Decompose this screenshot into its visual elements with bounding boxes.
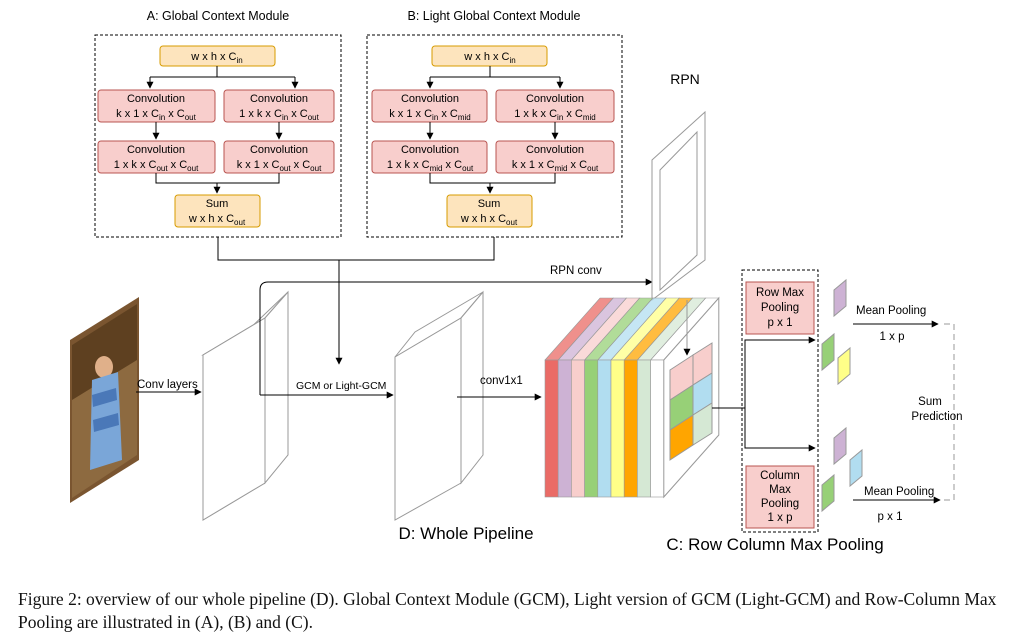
panel-d-title: D: Whole Pipeline bbox=[398, 524, 533, 543]
score-slice bbox=[571, 359, 585, 498]
input-photo bbox=[70, 297, 139, 503]
row-vec-1 bbox=[833, 278, 847, 318]
lgcm-left-conv2-title: Convolution bbox=[401, 144, 459, 156]
gcm-arrows bbox=[146, 66, 295, 194]
sum-bracket bbox=[944, 323, 955, 501]
rpn-label: RPN bbox=[670, 71, 700, 87]
score-slice bbox=[637, 359, 651, 498]
panel-b-title: B: Light Global Context Module bbox=[407, 9, 580, 23]
mean-pool-top-size: 1 x p bbox=[880, 331, 905, 343]
col-pool-line3: Pooling bbox=[761, 498, 799, 510]
lgcm-right-conv2-title: Convolution bbox=[526, 144, 584, 156]
lgcm-sum-box bbox=[446, 194, 533, 228]
mean-pool-bottom-size: p x 1 bbox=[878, 511, 903, 523]
lgcm-left-conv2-dims: 1 x k x Cmid x Cout bbox=[387, 159, 474, 173]
gcm-left-conv1-title: Convolution bbox=[127, 93, 185, 105]
prediction-label: Prediction bbox=[911, 411, 962, 423]
gcm-left-conv2-title: Convolution bbox=[127, 144, 185, 156]
panel-c-row-column-pooling: Row Max Pooling p x 1 Column Max Pooling… bbox=[712, 269, 963, 533]
score-slice bbox=[623, 359, 638, 498]
gcm-right-conv2-title: Convolution bbox=[250, 144, 308, 156]
mean-pool-bottom-label: Mean Pooling bbox=[864, 486, 934, 498]
lgcm-arrows bbox=[426, 66, 560, 194]
pooling-arrows bbox=[712, 320, 941, 504]
pipeline-arrows bbox=[136, 278, 653, 401]
panel-c-title: C: Row Column Max Pooling bbox=[666, 535, 883, 554]
gcm-sum-dims: w x h x Cout bbox=[188, 213, 246, 227]
mean-pool-top-label: Mean Pooling bbox=[856, 305, 926, 317]
feature-map-1 bbox=[201, 290, 289, 521]
gcm-sum-title: Sum bbox=[206, 198, 229, 210]
score-slice bbox=[650, 359, 665, 498]
col-pool-line1: Column bbox=[760, 470, 800, 482]
lgcm-right-conv1-title: Convolution bbox=[526, 93, 584, 105]
gcm-right-conv1-dims: 1 x k x Cin x Cout bbox=[239, 108, 319, 122]
module-connector bbox=[217, 237, 495, 365]
gcm-choice-label: GCM or Light-GCM bbox=[296, 380, 386, 392]
gcm-sum-box bbox=[174, 194, 261, 228]
row-pool-box bbox=[745, 281, 815, 335]
pooling-frame bbox=[741, 269, 819, 533]
row-pool-line2: Pooling bbox=[761, 302, 799, 314]
score-slice bbox=[597, 359, 612, 498]
conv1x1-label: conv1x1 bbox=[480, 375, 523, 387]
pooling-patch-grid bbox=[669, 342, 713, 461]
conv-layers-label: Conv layers bbox=[137, 379, 198, 391]
lgcm-left-conv1-dims: k x 1 x Cin x Cmid bbox=[389, 108, 470, 122]
feature-map-2 bbox=[394, 290, 484, 521]
col-pool-line4: 1 x p bbox=[768, 512, 793, 524]
figure-caption: Figure 2: overview of our whole pipeline… bbox=[18, 589, 997, 632]
rpn-conv-label: RPN conv bbox=[550, 265, 602, 277]
row-pool-line3: p x 1 bbox=[768, 317, 793, 329]
panel-a-title: A: Global Context Module bbox=[147, 9, 289, 23]
gcm-right-conv1-title: Convolution bbox=[250, 93, 308, 105]
col-vec-3 bbox=[821, 473, 835, 513]
lgcm-input-label: w x h x Cin bbox=[463, 51, 515, 65]
col-vec-1 bbox=[833, 426, 847, 466]
score-slice bbox=[610, 359, 625, 498]
row-vec-2 bbox=[821, 332, 835, 372]
rpn-block bbox=[651, 110, 706, 302]
row-vec-3 bbox=[837, 346, 851, 386]
lgcm-left-conv1-title: Convolution bbox=[401, 93, 459, 105]
gcm-input-label: w x h x Cin bbox=[190, 51, 242, 65]
score-slice bbox=[544, 359, 559, 498]
lgcm-right-conv1-dims: 1 x k x Cin x Cmid bbox=[514, 108, 595, 122]
panel-b-light-gcm: B: Light Global Context Module w x h x C… bbox=[366, 9, 623, 238]
score-slice bbox=[557, 359, 572, 498]
row-pool-line1: Row Max bbox=[756, 287, 804, 299]
col-pool-line2: Max bbox=[769, 484, 791, 496]
sum-label: Sum bbox=[918, 396, 942, 408]
col-vec-2 bbox=[849, 448, 863, 488]
lgcm-sum-dims: w x h x Cout bbox=[460, 213, 518, 227]
score-slice bbox=[584, 359, 599, 498]
panel-a-gcm: A: Global Context Module w x h x Cin Con… bbox=[94, 9, 342, 238]
lgcm-right-conv2-dims: k x 1 x Cmid x Cout bbox=[512, 159, 599, 173]
col-pool-box bbox=[745, 465, 815, 529]
lgcm-sum-title: Sum bbox=[478, 198, 501, 210]
panel-b-frame bbox=[366, 34, 623, 238]
gcm-right-conv2-dims: k x 1 x Cout x Cout bbox=[237, 159, 322, 173]
gcm-left-conv1-dims: k x 1 x Cin x Cout bbox=[116, 108, 196, 122]
gcm-left-conv2-dims: 1 x k x Cout x Cout bbox=[114, 159, 199, 173]
